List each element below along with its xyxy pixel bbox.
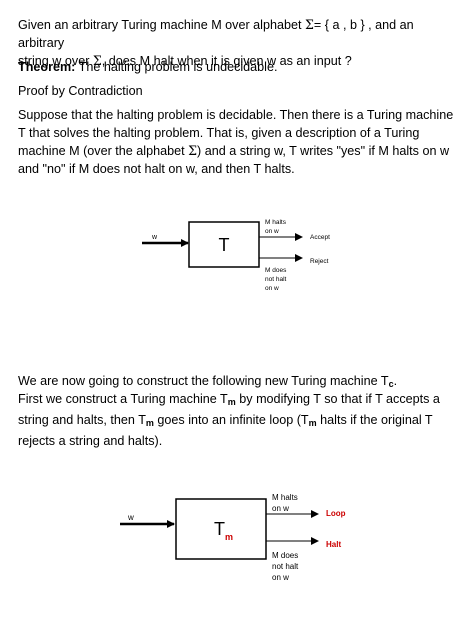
- halts-label-line2: on w: [265, 228, 279, 235]
- construct-text: First we construct a Turing machine T: [18, 392, 228, 406]
- proof-title: Proof by Contradiction: [18, 84, 143, 98]
- nohalt-label-line1: M does: [272, 551, 298, 560]
- machine-box-T: [188, 221, 260, 268]
- construct-text: by modifying T so that if T accepts a st…: [18, 392, 440, 427]
- input-label: w: [127, 513, 134, 522]
- intro-text: , does M halt when it is given w as an i…: [101, 54, 352, 68]
- nohalt-label-line2: not halt: [272, 562, 299, 571]
- sigma-symbol: Σ: [188, 143, 198, 158]
- theorem-label: Theorem:: [18, 60, 76, 74]
- construct-text: halts if the original T rejects a string…: [18, 413, 433, 448]
- nohalt-label-line1: M does: [265, 267, 287, 274]
- intro-text: Given an arbitrary Turing machine M over…: [18, 18, 305, 32]
- suppose-text: Suppose that the halting problem is deci…: [18, 108, 454, 158]
- halt-label: Halt: [326, 540, 341, 549]
- construct-text: .: [393, 374, 398, 388]
- reject-label: Reject: [310, 258, 329, 265]
- machine-subscript-m: m: [225, 532, 233, 542]
- intro-text: = { a , b } , and an arbitrary: [18, 18, 414, 50]
- accept-label: Accept: [310, 234, 330, 241]
- theorem-text: The halting problem is undecidable.: [75, 60, 278, 74]
- loop-label: Loop: [326, 509, 346, 518]
- nohalt-label-line3: on w: [265, 285, 279, 292]
- halts-label-line1: M halts: [272, 493, 298, 502]
- tc-subscript: c: [388, 379, 394, 389]
- sigma-symbol: Σ: [92, 53, 102, 68]
- intro-paragraph: Given an arbitrary Turing machine M over…: [18, 16, 458, 70]
- construct-heading: We are now going to construct the follow…: [18, 372, 458, 393]
- construct-text: goes into an infinite loop (T: [153, 413, 309, 427]
- construct-paragraph: First we construct a Turing machine Tm b…: [18, 390, 458, 450]
- machine-label-T: T: [214, 519, 225, 539]
- halts-label-line1: M halts: [265, 219, 287, 226]
- construct-text: We are now going to construct the follow…: [18, 374, 389, 388]
- sigma-symbol: Σ: [305, 17, 314, 32]
- suppose-text: ) and a string w, T writes "yes" if M ha…: [18, 144, 450, 176]
- halts-label-line2: on w: [272, 504, 289, 513]
- suppose-paragraph: Suppose that the halting problem is deci…: [18, 106, 458, 178]
- nohalt-label-line3: on w: [272, 573, 289, 582]
- input-label: w: [151, 234, 158, 241]
- tm-subscript: m: [227, 397, 236, 407]
- intro-text: string w over: [18, 54, 93, 68]
- machine-label-Tm: Tm: [214, 519, 233, 542]
- machine-box-Tm: [175, 498, 267, 560]
- theorem-statement: Theorem: The halting problem is undecida…: [18, 58, 458, 76]
- machine-label-T: T: [219, 235, 230, 255]
- tm-subscript: m: [145, 418, 154, 428]
- nohalt-label-line2: not halt: [265, 276, 287, 283]
- tm-subscript: m: [308, 418, 317, 428]
